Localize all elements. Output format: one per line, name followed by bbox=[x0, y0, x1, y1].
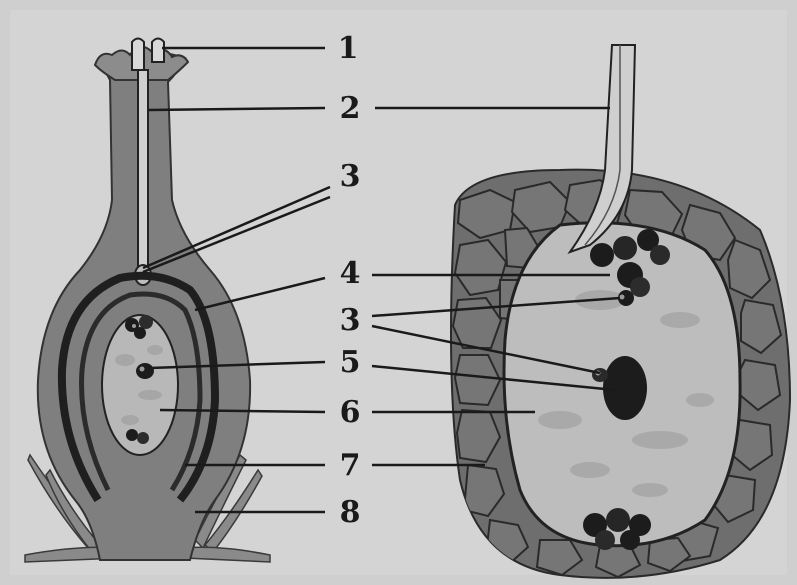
label-2: 2 bbox=[340, 91, 361, 126]
label-1: 1 bbox=[338, 31, 359, 66]
label-7: 7 bbox=[340, 448, 361, 483]
label-8: 8 bbox=[340, 495, 361, 530]
label-3-mid: 3 bbox=[340, 303, 361, 338]
label-6: 6 bbox=[340, 395, 361, 430]
pollen-tube bbox=[138, 70, 148, 270]
label-4: 4 bbox=[340, 256, 361, 291]
label-5: 5 bbox=[340, 345, 361, 380]
central-nucleus-left bbox=[136, 363, 154, 379]
labels: 1 2 3 4 3 5 6 7 8 bbox=[338, 31, 361, 530]
label-3-top: 3 bbox=[340, 159, 361, 194]
